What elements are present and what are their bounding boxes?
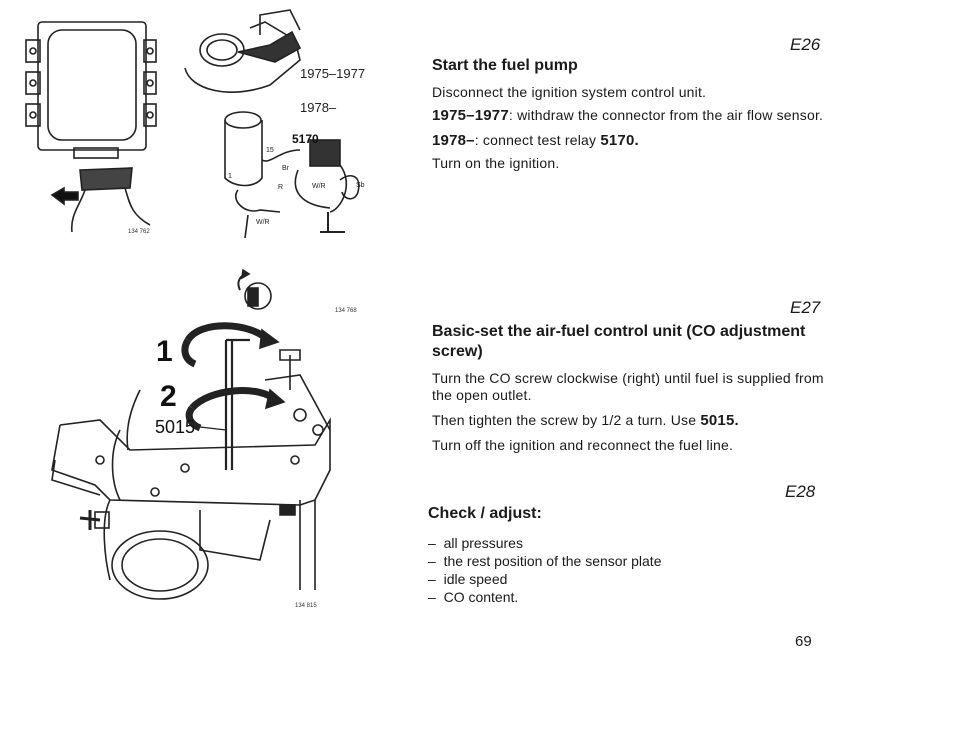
wire-label: R [278,184,283,191]
paragraph-text: : connect test relay [474,132,601,148]
wire-label: Br [282,165,290,172]
section-title: Start the fuel pump [432,57,578,74]
paragraph: 1978–: connect test relay 5170. [432,132,827,149]
paragraph: 1975–1977: withdraw the connector from t… [432,107,827,124]
section-e26: Start the fuel pump Disconnect the ignit… [432,56,827,172]
year-range: 1975–1977 [432,107,509,124]
figure-ref-number: 134 762 [128,229,150,235]
test-relay-drawing [224,111,360,239]
paragraph: Turn the CO screw clockwise (right) unti… [432,370,824,403]
section-code-e27: E27 [790,298,821,317]
paragraph: Disconnect the ignition system control u… [432,84,707,100]
callout-1: 1 [156,335,173,368]
paragraph-text: : withdraw the connector from the air fl… [508,107,824,123]
section-title: Check / adjust: [428,505,542,522]
air-flow-sensor-drawing [184,9,302,93]
section-code-e26: E26 [790,35,821,54]
paragraph: Turn off the ignition and reconnect the … [432,437,734,453]
tool-number: 5170. [600,132,639,149]
pin-label: 1 [228,173,232,180]
year-label-1975: 1975–1977 [300,66,365,81]
figure-ref-number: 134 768 [335,308,357,314]
tool-number-label: 5170 [292,132,319,146]
tool-number-label: 5015 [155,417,195,437]
air-fuel-control-unit-illustration: 1 2 5015 134 768 134 815 [51,268,357,609]
adjustment-tool-drawing [224,338,250,470]
arrow-icon [50,186,79,206]
ignition-key-icon [237,268,272,310]
section-e28: Check / adjust: all pressures the rest p… [428,504,823,606]
wire-label: W/R [312,183,326,190]
list-item: the rest position of the sensor plate [428,552,823,570]
year-label-1978: 1978– [300,100,337,115]
check-list: all pressures the rest position of the s… [428,534,823,606]
section-e27: Basic-set the air-fuel control unit (CO … [432,322,827,454]
pin-label: 15 [266,147,274,154]
tool-number: 5015. [700,412,739,429]
paragraph-text: Then tighten the screw by 1/2 a turn. Us… [432,412,701,428]
paragraph: Then tighten the screw by 1/2 a turn. Us… [432,412,827,429]
wire-label: W/R [256,219,270,226]
fuel-pump-illustration: 1975–1977 1978– 5170 15 1 Br R W/R Sb W/… [25,9,365,239]
callout-2: 2 [160,380,177,413]
wire-label: Sb [356,182,365,189]
list-item: idle speed [428,570,823,588]
page-number: 69 [795,633,812,650]
figure-ref-number: 134 815 [295,603,317,609]
control-unit-body-drawing [51,349,331,600]
list-item: all pressures [428,534,823,552]
control-unit-drawing [25,21,157,233]
section-code-e28: E28 [785,482,816,501]
rotation-arrow-icon [181,322,286,432]
section-title: Basic-set the air-fuel control unit (CO … [432,323,806,360]
list-item: CO content. [428,588,823,606]
year-range: 1978– [432,132,475,149]
paragraph: Turn on the ignition. [432,155,560,171]
